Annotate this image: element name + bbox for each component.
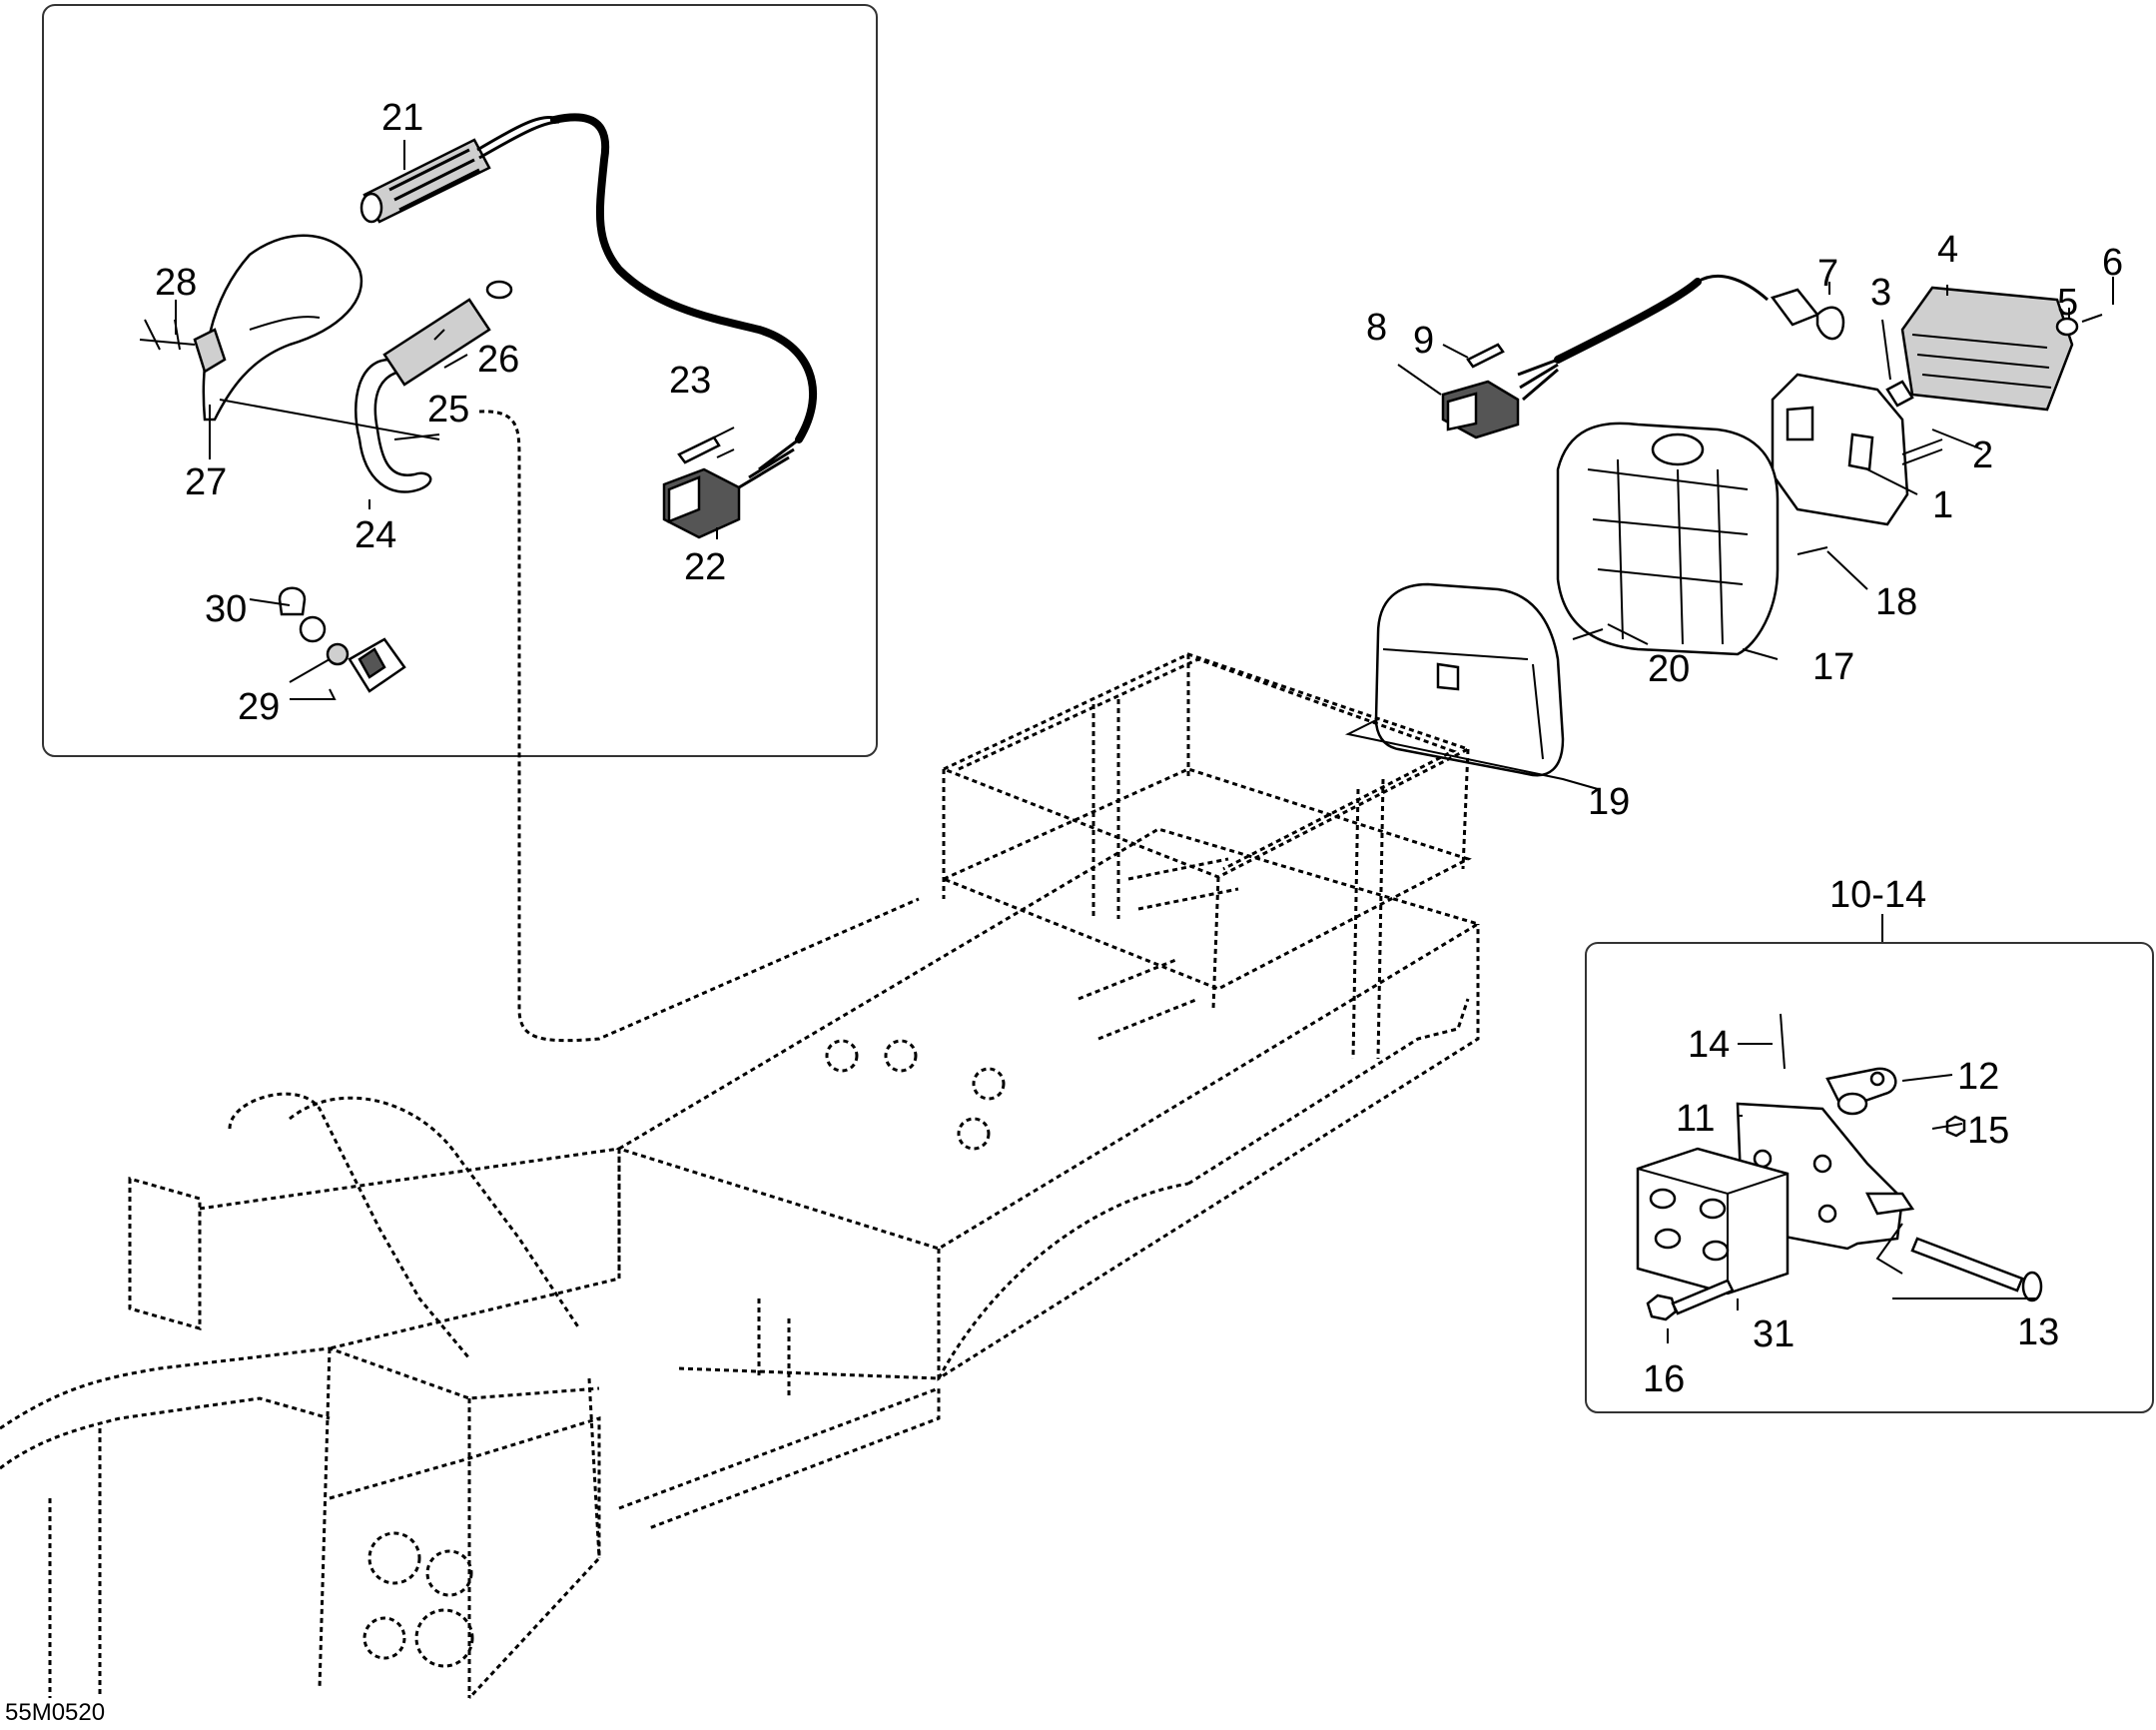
callout-23: 23 <box>669 360 711 402</box>
callout-27: 27 <box>185 461 227 503</box>
callout-13: 13 <box>2017 1311 2059 1353</box>
callout-19: 19 <box>1588 781 1630 823</box>
callout-31: 31 <box>1753 1313 1795 1355</box>
mirror-assembly <box>139 234 363 422</box>
terminal-pin-9 <box>1466 343 1505 369</box>
callout-30: 30 <box>205 588 247 630</box>
callout-29: 29 <box>238 686 280 728</box>
leader-lines-inset <box>175 140 735 700</box>
leader-lines-tail <box>1344 277 2114 790</box>
tail-light-lens-4 <box>1900 286 2074 412</box>
inset-panel-hitch <box>1585 942 2154 1413</box>
callout-7: 7 <box>1817 253 1838 295</box>
screw-6 <box>2081 314 2103 323</box>
callout-4: 4 <box>1937 229 1958 271</box>
callout-18: 18 <box>1875 581 1917 623</box>
callout-5: 5 <box>2057 282 2078 324</box>
callout-6: 6 <box>2102 242 2123 284</box>
callout-20: 20 <box>1648 648 1690 690</box>
connector-22 <box>662 437 800 539</box>
callout-14: 14 <box>1688 1024 1730 1066</box>
leader-lines-hitch <box>1667 914 2037 1343</box>
callout-2: 2 <box>1972 434 1993 476</box>
dashed-link-line <box>478 410 920 1043</box>
hitch-pin-13 <box>1910 1237 2043 1302</box>
bolt-16 <box>1646 1279 1735 1321</box>
tail-light-wiring <box>1517 274 1845 402</box>
callout-26: 26 <box>477 339 519 381</box>
callout-17: 17 <box>1812 646 1854 688</box>
callout-10-14: 10-14 <box>1829 874 1926 916</box>
nut-15 <box>1945 1115 1966 1138</box>
bulb-3 <box>1885 380 1914 408</box>
callout-16: 16 <box>1643 1358 1685 1400</box>
washer-5 <box>2055 317 2079 337</box>
socket-1 <box>1771 373 1909 526</box>
callout-28: 28 <box>155 262 197 304</box>
callout-9: 9 <box>1413 320 1434 362</box>
vehicle-frame <box>0 652 1482 1700</box>
reflector-19 <box>1374 582 1565 777</box>
screw-18 <box>1797 546 1828 555</box>
callout-24: 24 <box>355 514 396 556</box>
grip-wire-harness <box>550 113 818 443</box>
callout-12: 12 <box>1957 1056 1999 1098</box>
connector-8 <box>1441 380 1520 439</box>
hitch-bracket-12 <box>1825 1067 1897 1116</box>
screw-20 <box>1572 628 1604 640</box>
callout-15: 15 <box>1967 1110 2009 1152</box>
screw-25 <box>393 433 440 440</box>
terminal-pin-23 <box>677 427 735 464</box>
housing-17 <box>1556 422 1780 656</box>
cotter-pin-14 <box>1780 1013 1786 1070</box>
screw-2 <box>1901 438 1943 465</box>
callout-3: 3 <box>1870 272 1891 314</box>
handlebar-24 <box>219 280 513 493</box>
callout-25: 25 <box>427 389 469 431</box>
switch-assembly <box>278 586 406 693</box>
callout-1: 1 <box>1932 484 1953 526</box>
callout-11: 11 <box>1676 1098 1715 1140</box>
callout-21: 21 <box>381 97 423 139</box>
callout-22: 22 <box>684 546 726 588</box>
drawing-code: 55M0520 <box>5 1699 105 1726</box>
inset-panel-top-left <box>42 4 878 757</box>
spacer-block-31 <box>1636 1147 1790 1296</box>
callout-8: 8 <box>1366 307 1387 349</box>
